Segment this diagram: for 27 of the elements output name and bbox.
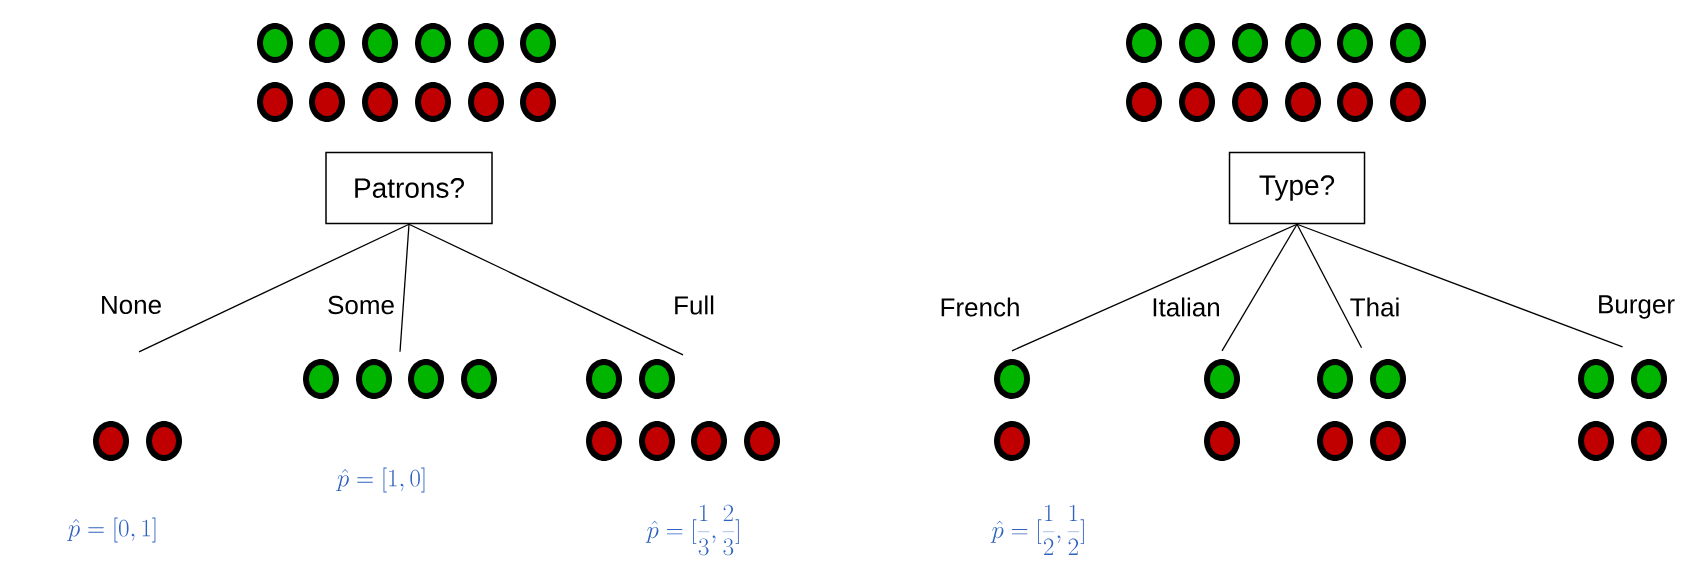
decision-box: Type? (1228, 151, 1366, 225)
decision-box: Patrons? (325, 151, 493, 225)
handwritten-formula: $\hat{p}=[\frac{1}{2},\frac{1}{2}]$ (990, 504, 1084, 555)
branch-line (408, 223, 684, 356)
dot-cluster (586, 359, 780, 461)
dot-cluster (1204, 359, 1240, 461)
branch-line (1296, 223, 1624, 348)
branch-line (399, 223, 410, 353)
branch-label: Thai (1347, 295, 1403, 319)
branch-label: None (97, 293, 165, 317)
dot-cluster (1578, 359, 1667, 461)
dot-cluster (994, 359, 1030, 461)
branch-line (138, 223, 410, 353)
handwritten-formula: $\hat{p}=[\frac{1}{3},\frac{2}{3}]$ (645, 504, 739, 556)
branch-line (1011, 223, 1298, 352)
branch-label: Burger (1595, 293, 1678, 321)
dot-cluster (1317, 359, 1406, 461)
dot-cluster (303, 359, 497, 399)
branch-line (1296, 223, 1363, 349)
branch-label: Full (671, 293, 717, 317)
branch-label: French (937, 295, 1023, 319)
branch-label: Some (325, 293, 397, 317)
handwritten-formula: $\hat{p}=[1,0]$ (336, 467, 425, 493)
branch-label: Italian (1149, 295, 1223, 319)
branch-line (1221, 223, 1298, 352)
dot-cluster (93, 421, 182, 461)
handwritten-formula: $\hat{p}=[0,1]$ (67, 517, 156, 543)
